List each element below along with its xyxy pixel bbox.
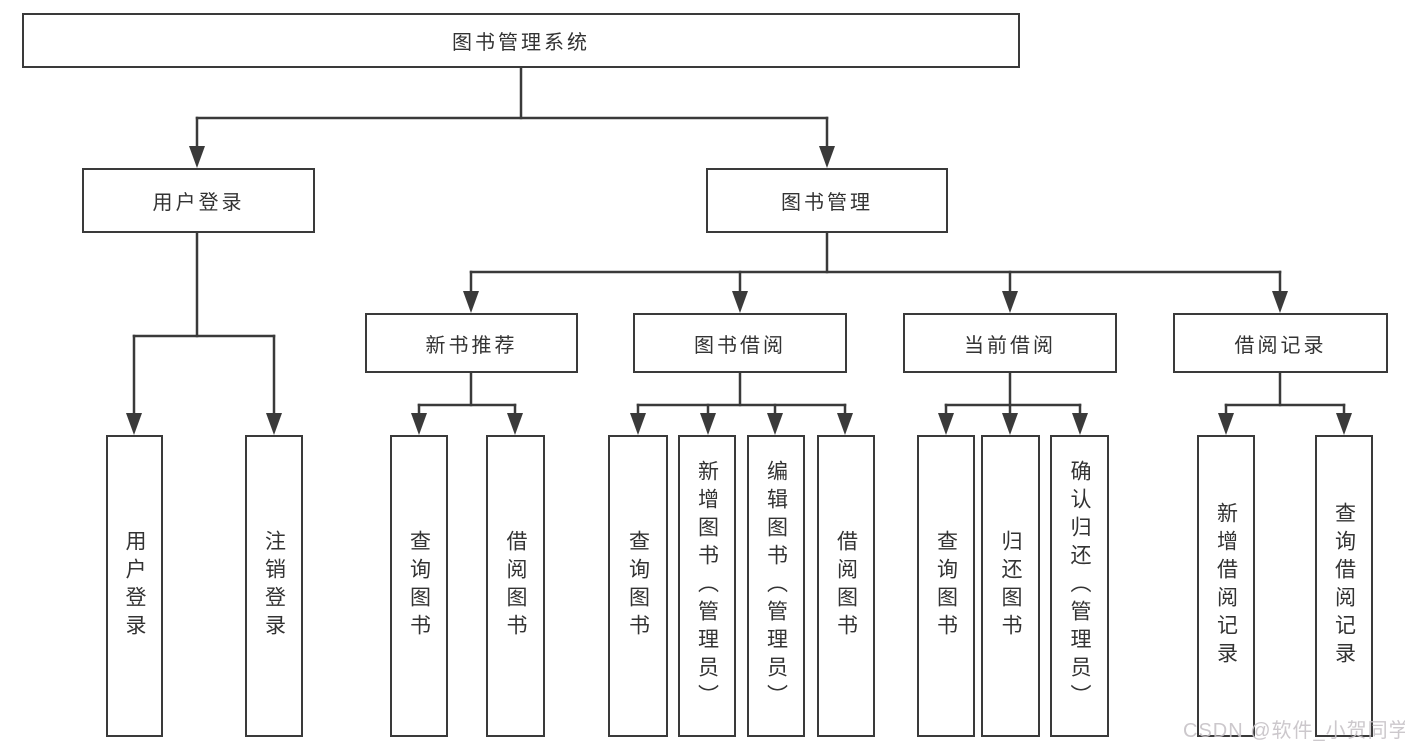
node-label: 新增借阅记录 [1214,502,1238,670]
leaf-edit-book-admin: 编辑图书（管理员） [747,435,805,737]
node-label: 借阅图书 [504,530,527,642]
leaf-query-books-current: 查询图书 [917,435,975,737]
node-label: 归还图书 [999,530,1022,642]
node-label: 新书推荐 [425,334,518,357]
node-borrow-records: 借阅记录 [1173,313,1388,373]
node-book-borrow: 图书借阅 [633,313,847,373]
node-current-borrow: 当前借阅 [903,313,1117,373]
node-label: 查询图书 [934,530,958,642]
node-label: 借阅图书 [834,530,858,642]
leaf-add-book-admin: 新增图书（管理员） [678,435,736,737]
leaf-logout: 注销登录 [245,435,303,737]
node-label: 查询图书 [626,530,650,642]
node-label: 当前借阅 [964,334,1056,357]
node-label: 查询图书 [407,530,431,642]
leaf-query-books-recommend: 查询图书 [390,435,448,737]
leaf-borrow-books: 借阅图书 [817,435,875,737]
leaf-query-books-borrow: 查询图书 [608,435,668,737]
node-label: 新增图书（管理员） [695,460,719,712]
node-user-login: 用户登录 [82,168,315,233]
node-new-book-recommend: 新书推荐 [365,313,578,373]
node-label: 图书管理 [781,192,873,214]
node-label: 用户登录 [123,530,146,642]
node-label: 注销登录 [262,530,286,642]
node-label: 编辑图书（管理员） [764,460,788,712]
node-label: 图书管理系统 [452,32,590,54]
node-label: 图书借阅 [694,334,786,357]
node-root: 图书管理系统 [22,13,1020,68]
node-book-management: 图书管理 [706,168,948,233]
leaf-query-borrow-record: 查询借阅记录 [1315,435,1373,737]
leaf-return-books: 归还图书 [981,435,1040,737]
node-label: 借阅记录 [1234,334,1327,357]
node-label: 查询借阅记录 [1332,502,1356,670]
leaf-user-login: 用户登录 [106,435,163,737]
csdn-watermark: CSDN @软件_小贺同学 [1183,720,1405,742]
leaf-add-borrow-record: 新增借阅记录 [1197,435,1255,737]
node-label: 用户登录 [152,192,245,214]
leaf-confirm-return-admin: 确认归还（管理员） [1050,435,1109,737]
node-label: 确认归还（管理员） [1068,460,1091,712]
leaf-borrow-books-recommend: 借阅图书 [486,435,545,737]
